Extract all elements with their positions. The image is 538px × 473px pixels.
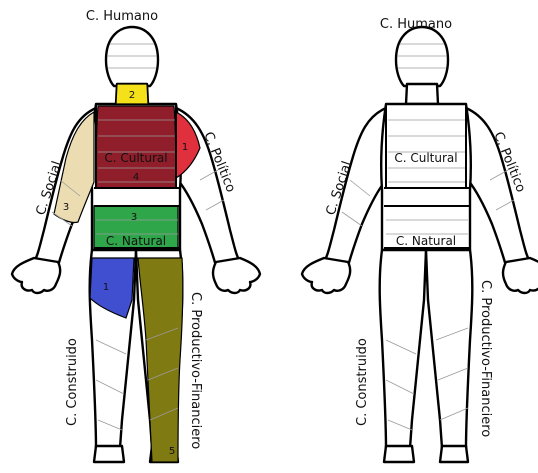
right-hand-left xyxy=(302,258,350,293)
label-humano-left: C. Humano xyxy=(86,9,158,24)
right-leg-left xyxy=(380,250,426,448)
right-head xyxy=(396,27,448,86)
right-foot-left xyxy=(384,446,414,462)
right-body-figure: C. Humano C. Cultural C. Natural C. Soci… xyxy=(302,17,538,462)
label-humano-right: C. Humano xyxy=(380,17,452,32)
left-hand-right xyxy=(213,258,260,293)
label-cultural-left: C. Cultural xyxy=(104,151,167,165)
left-hand-left xyxy=(12,258,60,293)
label-productivo-left: C. Productivo-Financiero xyxy=(188,292,203,449)
score-cultural: 4 xyxy=(133,172,139,183)
left-body-figure: 2 4 1 3 3 1 5 C. Humano C. Cultural C. Natural C. … xyxy=(12,9,260,462)
right-foot-right xyxy=(440,446,468,462)
label-natural-right: C. Natural xyxy=(396,234,456,248)
left-head xyxy=(106,27,158,86)
label-construido-right: C. Construido xyxy=(355,338,370,426)
label-natural-left: C. Natural xyxy=(106,234,166,248)
label-cultural-right: C. Cultural xyxy=(394,151,457,165)
label-construido-left: C. Construido xyxy=(65,338,80,426)
label-productivo-right: C. Productivo-Financiero xyxy=(478,280,493,437)
score-productivo: 5 xyxy=(169,446,175,457)
right-hand-right xyxy=(503,258,538,293)
left-foot-left xyxy=(94,446,124,462)
score-politico: 1 xyxy=(182,142,188,153)
right-leg-right xyxy=(426,250,472,448)
score-humano: 2 xyxy=(129,90,135,101)
right-neck xyxy=(406,84,438,104)
right-torso xyxy=(381,104,471,250)
score-social: 3 xyxy=(63,202,69,213)
score-natural: 3 xyxy=(131,212,137,223)
score-construido: 1 xyxy=(103,282,109,293)
